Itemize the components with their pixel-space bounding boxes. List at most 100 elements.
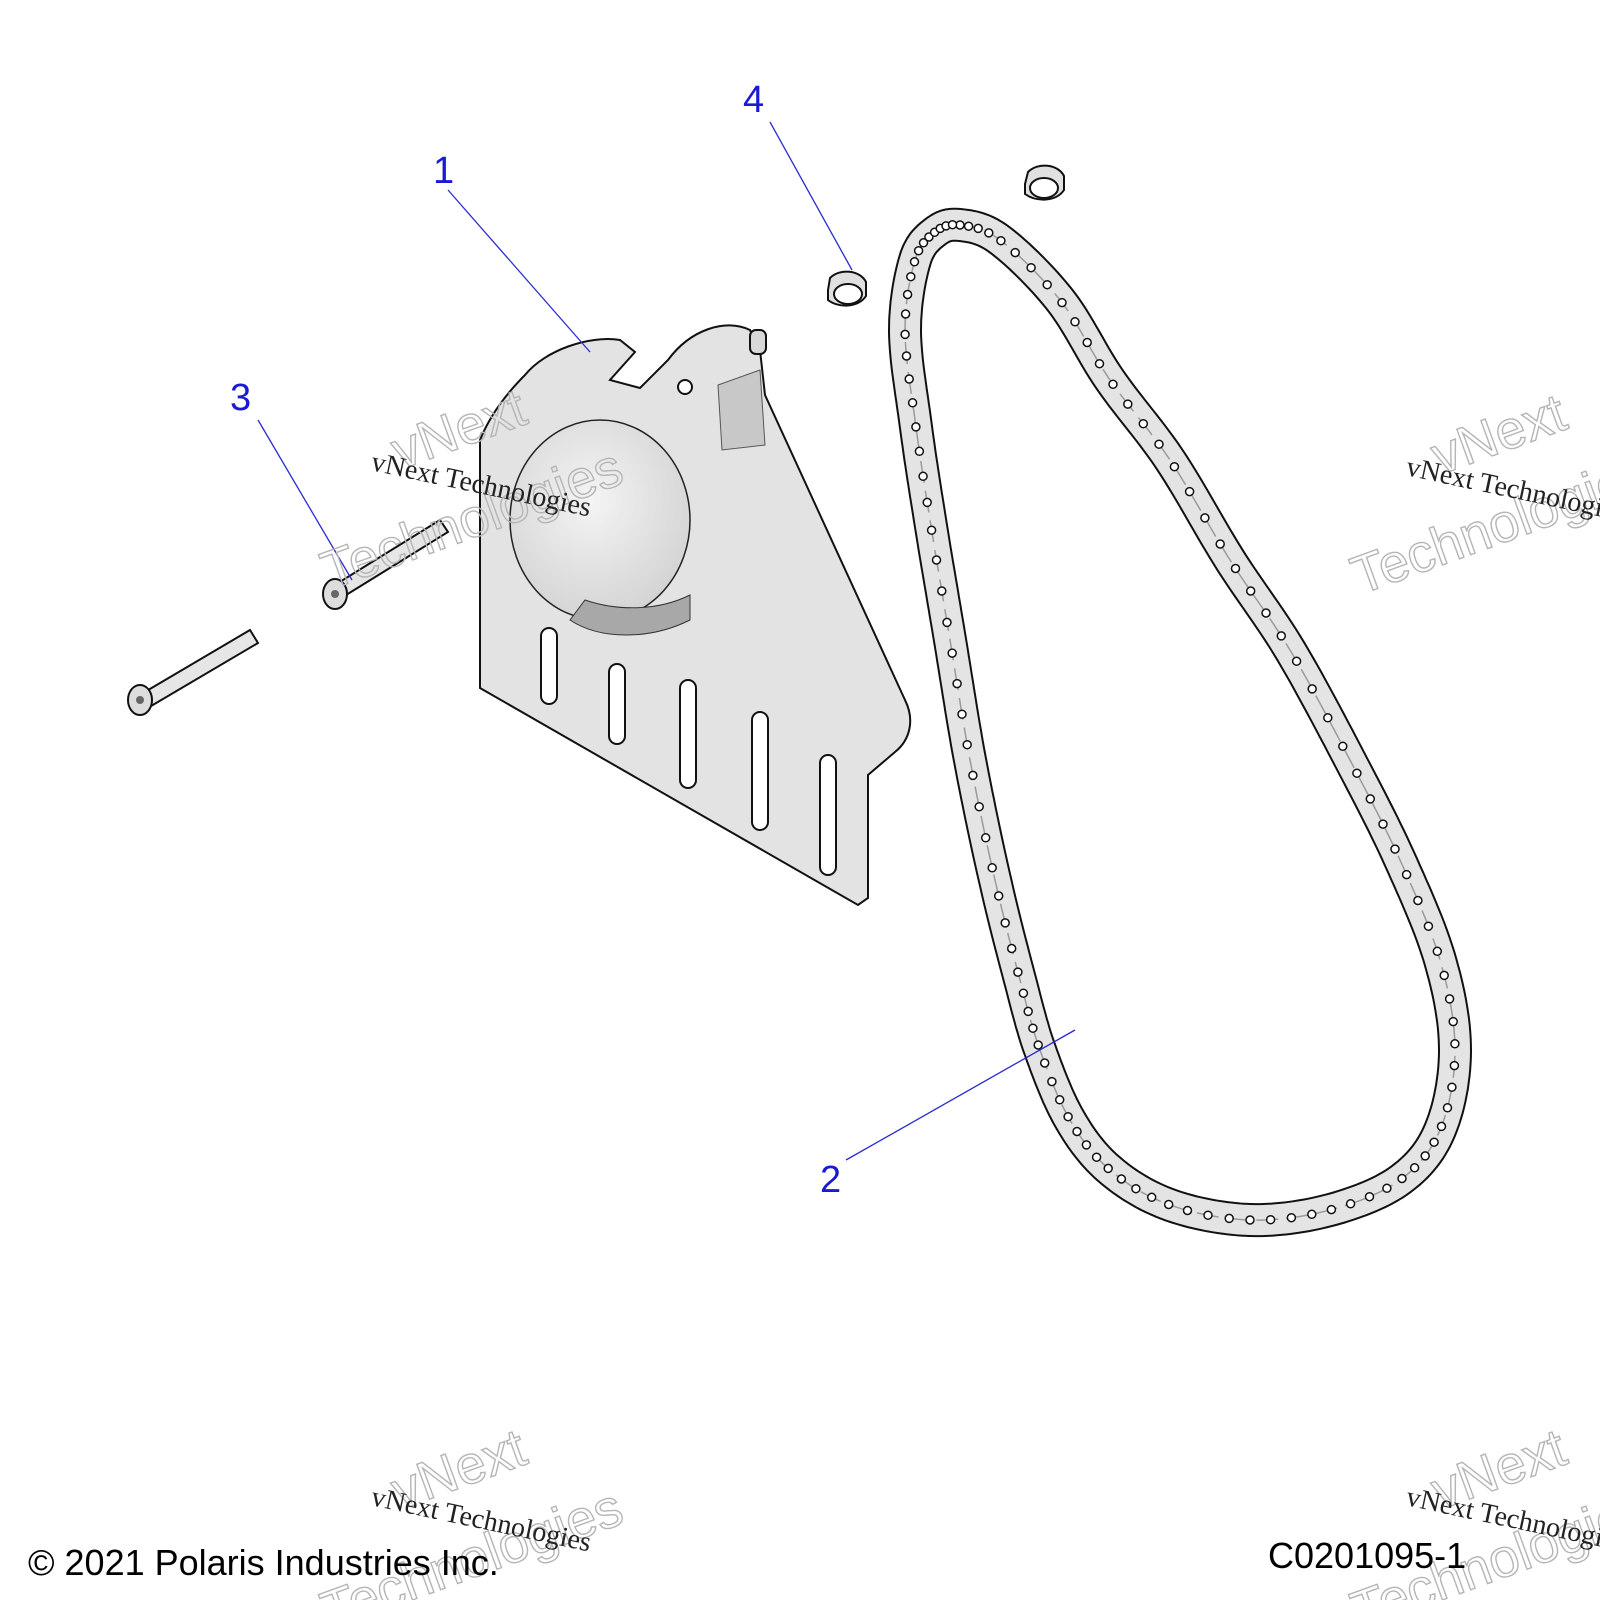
- chain-pin: [947, 219, 958, 230]
- leader-line-2: [845, 1029, 1076, 1161]
- chain-pin: [1409, 1163, 1420, 1173]
- chain-pin: [1323, 713, 1333, 723]
- chain-pin: [1230, 563, 1241, 574]
- chain-pin: [1378, 819, 1388, 829]
- chain-pin: [922, 497, 932, 508]
- chain-pin: [914, 446, 925, 457]
- chain-pin: [901, 351, 912, 361]
- chain-pin: [918, 238, 929, 248]
- chain-pin: [1439, 970, 1449, 981]
- bushing-rear: [1024, 164, 1065, 201]
- chain-pin: [1047, 1076, 1057, 1087]
- chain-pin: [947, 648, 957, 658]
- chain-pin: [1307, 684, 1317, 694]
- chain-pin: [902, 289, 913, 300]
- chain-pin: [1338, 741, 1348, 752]
- chain-pin: [1081, 1140, 1092, 1150]
- chain-pin: [963, 221, 974, 231]
- chain-pin: [980, 833, 991, 843]
- chain-pin: [913, 245, 924, 256]
- chain-pin: [1082, 337, 1092, 348]
- chain-pin: [1123, 399, 1133, 409]
- chain-outline: [888, 207, 1472, 1238]
- chain-pin: [1108, 379, 1118, 390]
- chain-pin: [1072, 1126, 1082, 1137]
- chain-pin: [993, 891, 1004, 901]
- bolt-upper: [322, 518, 450, 610]
- watermark-top-right: vNext Technologies vNext Technologies: [1343, 382, 1600, 607]
- chain-pin: [1352, 768, 1362, 778]
- chain-pin: [962, 739, 972, 750]
- chain-pin: [1245, 1215, 1255, 1225]
- chain-pin: [1447, 1082, 1457, 1092]
- chain-pin: [1265, 1214, 1276, 1225]
- chain-pin: [1286, 1212, 1297, 1223]
- chain-pin: [1103, 1163, 1113, 1174]
- chain-pin: [1054, 1095, 1065, 1105]
- chain-pin: [904, 374, 914, 384]
- chain-pin: [1276, 631, 1287, 641]
- chain-pin: [1432, 946, 1443, 957]
- chain-pin: [968, 770, 978, 781]
- chain-pin: [1131, 1183, 1141, 1194]
- chain-pin: [1401, 869, 1412, 880]
- chain-pin: [1436, 1121, 1447, 1132]
- drawing-id: C0201095-1: [1268, 1535, 1467, 1576]
- chain-pin: [937, 586, 947, 596]
- callout-4: 4: [743, 79, 764, 121]
- chain-pin: [1307, 1209, 1317, 1220]
- bushing-front: [827, 270, 867, 307]
- chain-pin: [900, 309, 911, 319]
- chain-pin: [1163, 1199, 1174, 1210]
- chain-pin: [1364, 1191, 1375, 1202]
- chain-pin: [1397, 1173, 1407, 1184]
- chain-pin: [1033, 1040, 1043, 1050]
- chain-pin: [1429, 1137, 1439, 1147]
- chain-pin: [907, 398, 918, 408]
- chain-pin: [918, 471, 928, 482]
- chain-pin: [1138, 418, 1149, 429]
- chain-pin: [1010, 247, 1020, 258]
- chain-pin: [1448, 1016, 1458, 1027]
- chain-pin: [1450, 1039, 1460, 1049]
- leader-line-3: [257, 419, 353, 581]
- bolt-lower: [127, 628, 260, 716]
- chain-pin: [1006, 943, 1017, 954]
- chain-pin: [1326, 1204, 1337, 1215]
- chain-pin: [1000, 918, 1010, 928]
- chain-pin: [1116, 1174, 1127, 1184]
- chain-pin: [1444, 994, 1455, 1004]
- leader-line-4: [769, 121, 853, 271]
- chain-pin: [957, 709, 967, 719]
- chain-pin: [1146, 1192, 1157, 1203]
- chain-pin: [911, 422, 921, 432]
- chain-pin: [984, 228, 994, 238]
- chain-pin: [1203, 1210, 1213, 1220]
- chain-pin: [1390, 844, 1400, 854]
- chain-pin: [1224, 1213, 1234, 1224]
- chain-pin: [1184, 486, 1195, 497]
- chain-pin: [1200, 513, 1210, 523]
- chain-pin: [942, 617, 952, 628]
- leader-line-1: [447, 189, 591, 353]
- chain-pin: [1028, 1023, 1038, 1033]
- chain-guard-plate: [479, 324, 912, 907]
- chain-plates: [890, 209, 1470, 1236]
- chain-pin: [931, 555, 942, 565]
- chain-pin: [1070, 317, 1080, 327]
- chain-pin: [909, 257, 920, 267]
- chain-pin: [1413, 895, 1423, 906]
- chain-pin: [1442, 1103, 1453, 1113]
- chain-pin: [1423, 921, 1434, 931]
- chain-pin: [1245, 586, 1256, 596]
- chain-pin: [900, 329, 910, 340]
- chain-pin: [1026, 262, 1036, 273]
- chain-pin: [1420, 1151, 1430, 1161]
- roller-chain: [888, 207, 1472, 1238]
- chain-pin: [1018, 988, 1029, 998]
- chain-pin: [926, 525, 937, 535]
- chain-pin: [1023, 1006, 1033, 1017]
- copyright-text: © 2021 Polaris Industries Inc.: [28, 1542, 499, 1583]
